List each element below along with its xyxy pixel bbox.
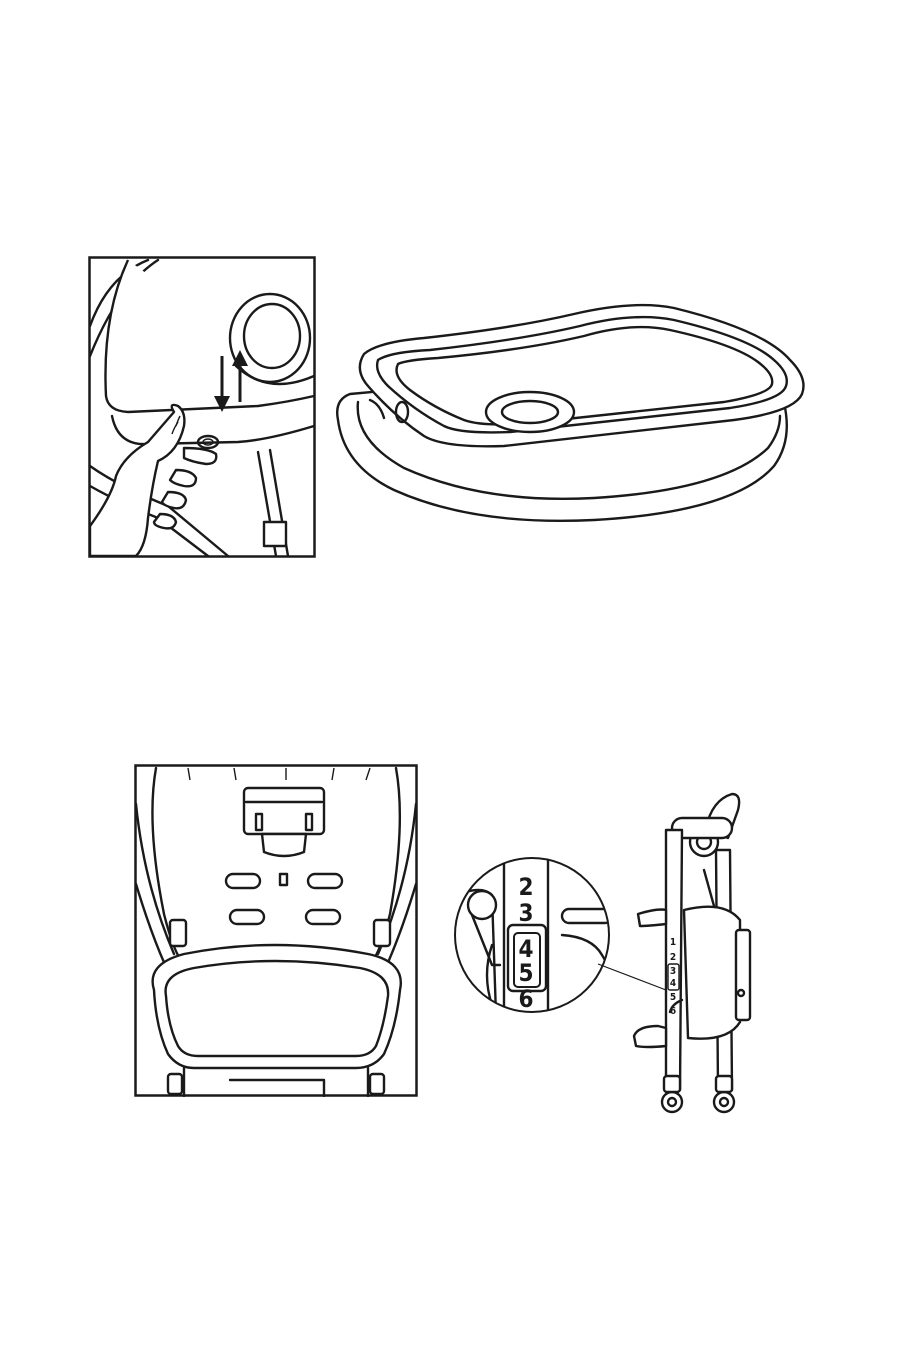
height-scale-zoom-illustration: 2 3 4 5 6 [452,855,612,1015]
chair-number-2: 2 [670,952,676,963]
zoom-number-2: 2 [518,873,533,901]
chair-number-4: 4 [670,978,676,989]
chair-number-6: 6 [670,1006,676,1017]
zoom-number-6: 6 [518,985,533,1013]
tray-release-illustration [88,256,316,558]
chair-number-5: 5 [670,992,676,1003]
chair-number-1: 1 [670,937,676,948]
chair-number-3: 3 [670,966,676,977]
zoom-number-5: 5 [518,959,533,987]
zoom-number-3: 3 [518,899,533,927]
folded-chair-illustration: 1 2 3 4 5 6 [628,790,758,1118]
tray-layers-illustration [334,290,814,530]
harness-slots-illustration [134,764,418,1097]
